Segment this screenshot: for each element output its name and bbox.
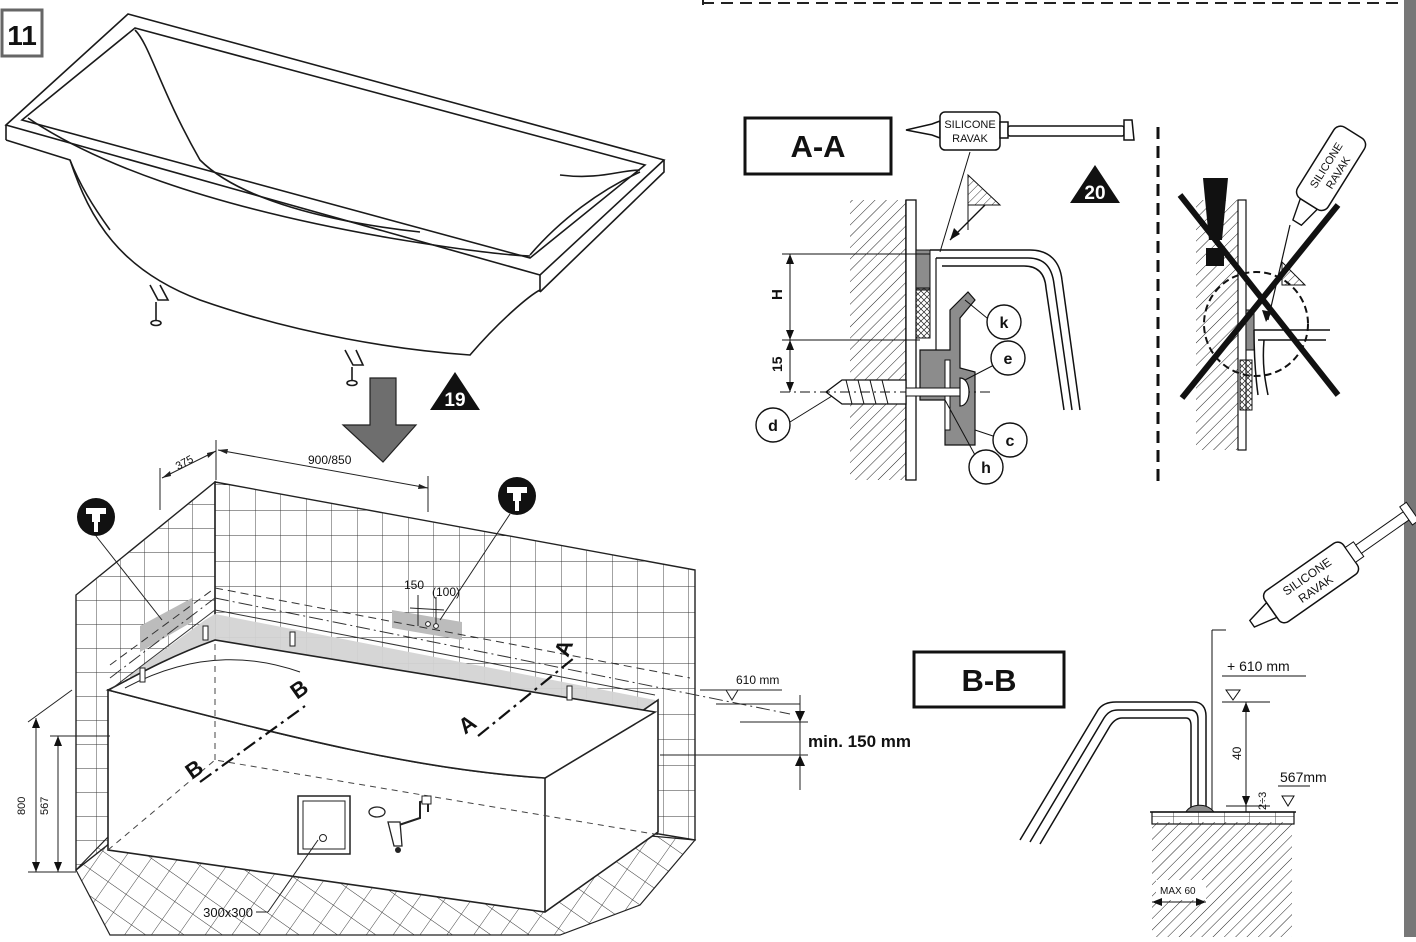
step-number-box: 11 [0, 8, 44, 58]
level-610-label: 610 mm [736, 673, 779, 687]
svg-text:h: h [981, 460, 991, 477]
dim-h: H [769, 289, 786, 300]
step-20-badge: 20 [1070, 165, 1120, 204]
callout-h: h [944, 399, 1004, 485]
section-bb: B-B SILICONE RAVAK + 610 mm 40 [912, 501, 1416, 937]
bathtub-illustration [4, 13, 666, 387]
level-top-label: + 610 mm [1227, 658, 1290, 674]
height-800: 800 [16, 797, 28, 815]
drill-icon-right [439, 477, 536, 621]
svg-text:d: d [768, 418, 778, 435]
dim-40: 40 [1230, 746, 1244, 760]
step-number: 11 [7, 20, 37, 51]
svg-text:20: 20 [1084, 183, 1105, 204]
svg-text:k: k [1000, 315, 1009, 332]
height-567: 567 [39, 797, 51, 815]
drill-icon-left [77, 498, 163, 621]
page-edge-bar [1404, 0, 1416, 937]
installation-view: B B A A 300x300 375 900/850 150 [16, 440, 911, 936]
svg-text:e: e [1004, 351, 1013, 368]
svg-text:RAVAK: RAVAK [952, 133, 988, 145]
section-bb-title: B-B [961, 663, 1016, 698]
callout-c: c [974, 422, 1028, 458]
section-aa-title: A-A [790, 129, 845, 164]
step-19-badge: 19 [430, 372, 480, 411]
dim-max: MAX 60 [1160, 886, 1196, 897]
callout-k: k [964, 299, 1022, 340]
silicone-gun-wrong: SILICONE RAVAK [1292, 125, 1367, 227]
callout-d: d [755, 395, 833, 443]
dim-gap: 2÷3 [1257, 792, 1269, 810]
svg-text:c: c [1006, 433, 1015, 450]
dim-100: (100) [432, 585, 460, 599]
section-aa: A-A SILICONE RAVAK [743, 111, 1135, 485]
dim-15: 15 [769, 356, 785, 372]
down-arrow [341, 377, 418, 463]
silicone-gun-aa: SILICONE RAVAK [905, 111, 1135, 151]
callout-e: e [964, 340, 1026, 381]
level-bottom-label: 567mm [1280, 769, 1327, 785]
panel-size-label: 300x300 [203, 905, 253, 920]
section-frame [702, 0, 1416, 937]
dim-150: 150 [404, 578, 424, 592]
wrong-method: SILICONE RAVAK [1156, 125, 1367, 487]
dim-375: 375 [174, 453, 196, 472]
svg-text:SILICONE: SILICONE [944, 119, 995, 131]
min-gap-label: min. 150 mm [808, 732, 911, 751]
dim-900-850: 900/850 [308, 453, 352, 467]
silicone-gun-bb: SILICONE RAVAK [1248, 501, 1416, 628]
svg-text:19: 19 [444, 390, 465, 411]
